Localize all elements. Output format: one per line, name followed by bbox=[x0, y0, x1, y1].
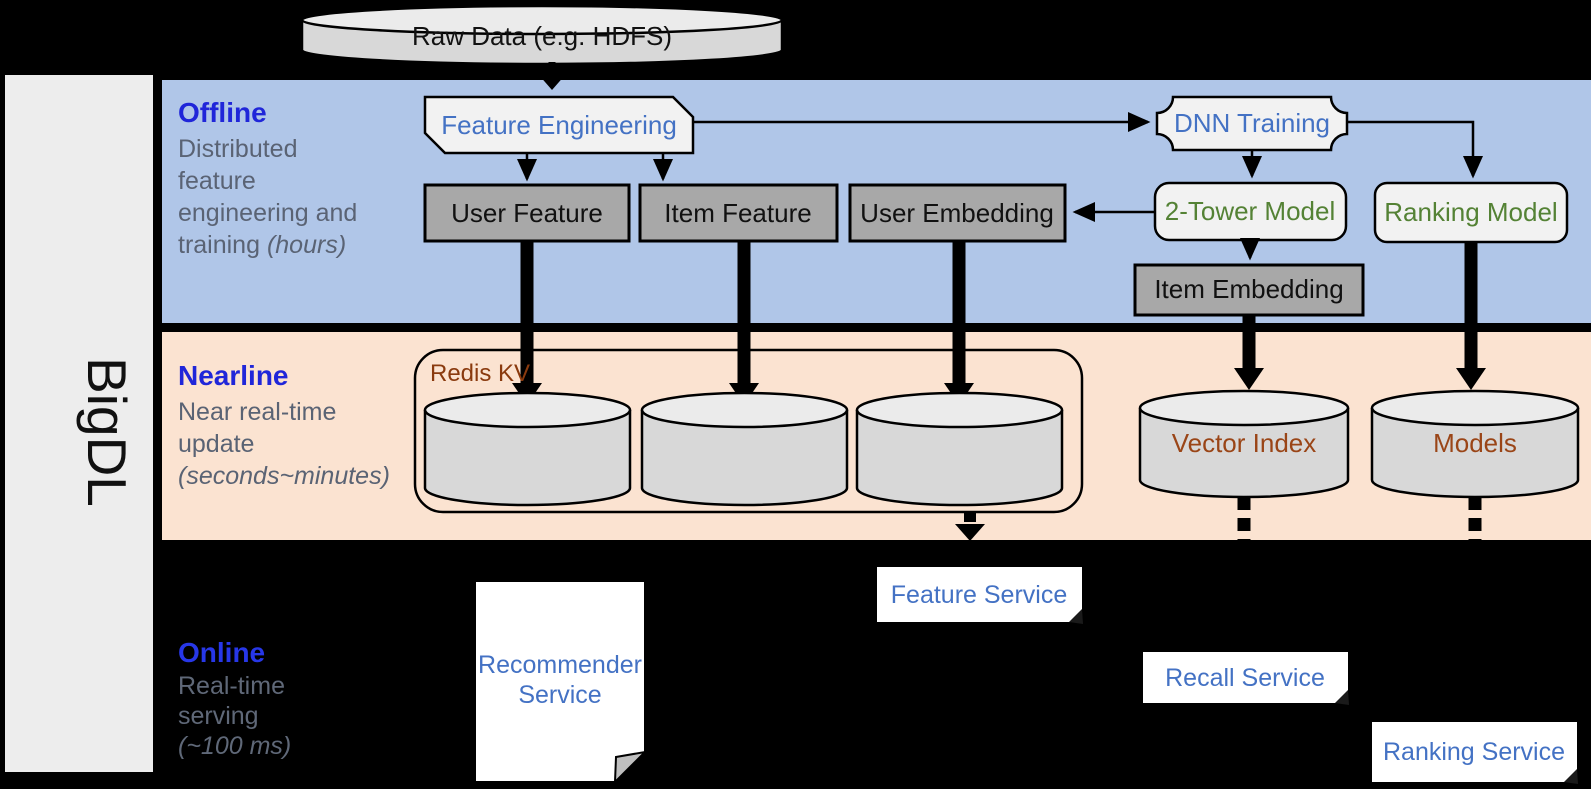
nearline-label-block: Nearline Near real-time update (seconds~… bbox=[178, 360, 390, 490]
two-tower-model-node: 2-Tower Model bbox=[1153, 181, 1348, 242]
offline-desc-line3: engineering and bbox=[178, 199, 357, 227]
redis-cylinder-3 bbox=[855, 391, 1064, 507]
online-title: Online bbox=[178, 637, 265, 668]
bigdl-brand-label: BigDL bbox=[76, 357, 138, 507]
vector-index-store: Vector Index bbox=[1138, 389, 1350, 540]
models-label: Models bbox=[1433, 428, 1517, 458]
recall-service-node: Recall Service bbox=[1143, 652, 1349, 705]
online-label-block: Online Real-time serving (~100 ms) bbox=[178, 637, 291, 760]
offline-desc-line2: feature bbox=[178, 167, 256, 195]
sidebar-panel bbox=[5, 75, 153, 772]
raw-data-store: Raw Data (e.g. HDFS) bbox=[300, 4, 784, 66]
recall-service-box bbox=[1143, 652, 1348, 703]
nearline-desc-line2: update bbox=[178, 430, 254, 458]
feature-service-box bbox=[877, 567, 1082, 622]
user-embedding-label: User Embedding bbox=[860, 198, 1054, 228]
dnn-training-node: DNN Training bbox=[1155, 95, 1349, 152]
ranking-service-label: Ranking Service bbox=[1383, 738, 1565, 766]
nearline-desc-line3: (seconds~minutes) bbox=[178, 462, 390, 490]
offline-desc-line1: Distributed bbox=[178, 135, 298, 163]
nearline-desc-line1: Near real-time bbox=[178, 398, 336, 426]
offline-desc-line4: training (hours) bbox=[178, 231, 346, 259]
online-desc-line1: Real-time bbox=[178, 672, 285, 700]
nearline-title: Nearline bbox=[178, 360, 289, 391]
feature-engineering-label: Feature Engineering bbox=[441, 110, 677, 140]
models-store: Models bbox=[1370, 389, 1580, 540]
redis-cylinder-1 bbox=[423, 391, 632, 507]
ranking-service-box bbox=[1372, 722, 1577, 782]
user-embedding-node: User Embedding bbox=[848, 183, 1067, 243]
online-desc-line3: (~100 ms) bbox=[178, 732, 291, 760]
ranking-service-fold-corner bbox=[1564, 769, 1578, 784]
ranking-model-node: Ranking Model bbox=[1373, 181, 1569, 244]
document-fold-corner bbox=[613, 750, 648, 785]
bigdl-sidebar: BigDL bbox=[5, 75, 153, 772]
offline-label-block: Offline Distributed feature engineering … bbox=[178, 97, 357, 259]
recommender-service-label-line1: Recommender bbox=[478, 651, 642, 679]
ranking-service-node: Ranking Service bbox=[1372, 722, 1578, 784]
item-feature-node: Item Feature bbox=[638, 183, 839, 243]
dnn-training-label: DNN Training bbox=[1174, 108, 1330, 138]
offline-title: Offline bbox=[178, 97, 267, 128]
dnn-to-ranking-model-arrow bbox=[1347, 120, 1483, 179]
redis-cylinder-2 bbox=[640, 391, 849, 507]
user-feature-label: User Feature bbox=[451, 198, 603, 228]
redis-to-feature-service-arrow bbox=[955, 511, 985, 541]
redis-kv-cluster: Redis KV bbox=[413, 348, 1084, 514]
user-feature-node: User Feature bbox=[423, 183, 631, 243]
item-feature-label: Item Feature bbox=[664, 198, 811, 228]
feature-service-fold-corner bbox=[1069, 609, 1083, 624]
feature-service-node: Feature Service bbox=[877, 567, 1083, 624]
raw-data-label: Raw Data (e.g. HDFS) bbox=[412, 21, 672, 51]
online-desc-line2: serving bbox=[178, 702, 259, 730]
band-divider bbox=[162, 323, 1591, 332]
recall-service-fold-corner bbox=[1335, 690, 1349, 705]
raw-data-to-feature-engineering-arrow bbox=[538, 62, 566, 90]
item-embedding-label: Item Embedding bbox=[1154, 274, 1343, 304]
ranking-model-label: Ranking Model bbox=[1384, 197, 1557, 227]
redis-kv-container bbox=[413, 348, 1084, 514]
recommender-service-node: Recommender Service bbox=[474, 580, 648, 785]
feature-engineering-node: Feature Engineering bbox=[423, 95, 695, 155]
ranking-model-to-models-arrow bbox=[1456, 242, 1486, 390]
recall-service-label: Recall Service bbox=[1165, 664, 1325, 692]
recommender-service-label-line2: Service bbox=[518, 681, 601, 709]
vector-index-label: Vector Index bbox=[1172, 428, 1317, 458]
item-embedding-node: Item Embedding bbox=[1133, 263, 1365, 317]
item-embedding-to-vector-index-arrow bbox=[1234, 315, 1264, 390]
redis-kv-label: Redis KV bbox=[430, 360, 530, 387]
two-tower-model-label: 2-Tower Model bbox=[1165, 196, 1336, 226]
feature-service-label: Feature Service bbox=[891, 581, 1067, 609]
raw-data-cylinder-top bbox=[300, 4, 784, 36]
